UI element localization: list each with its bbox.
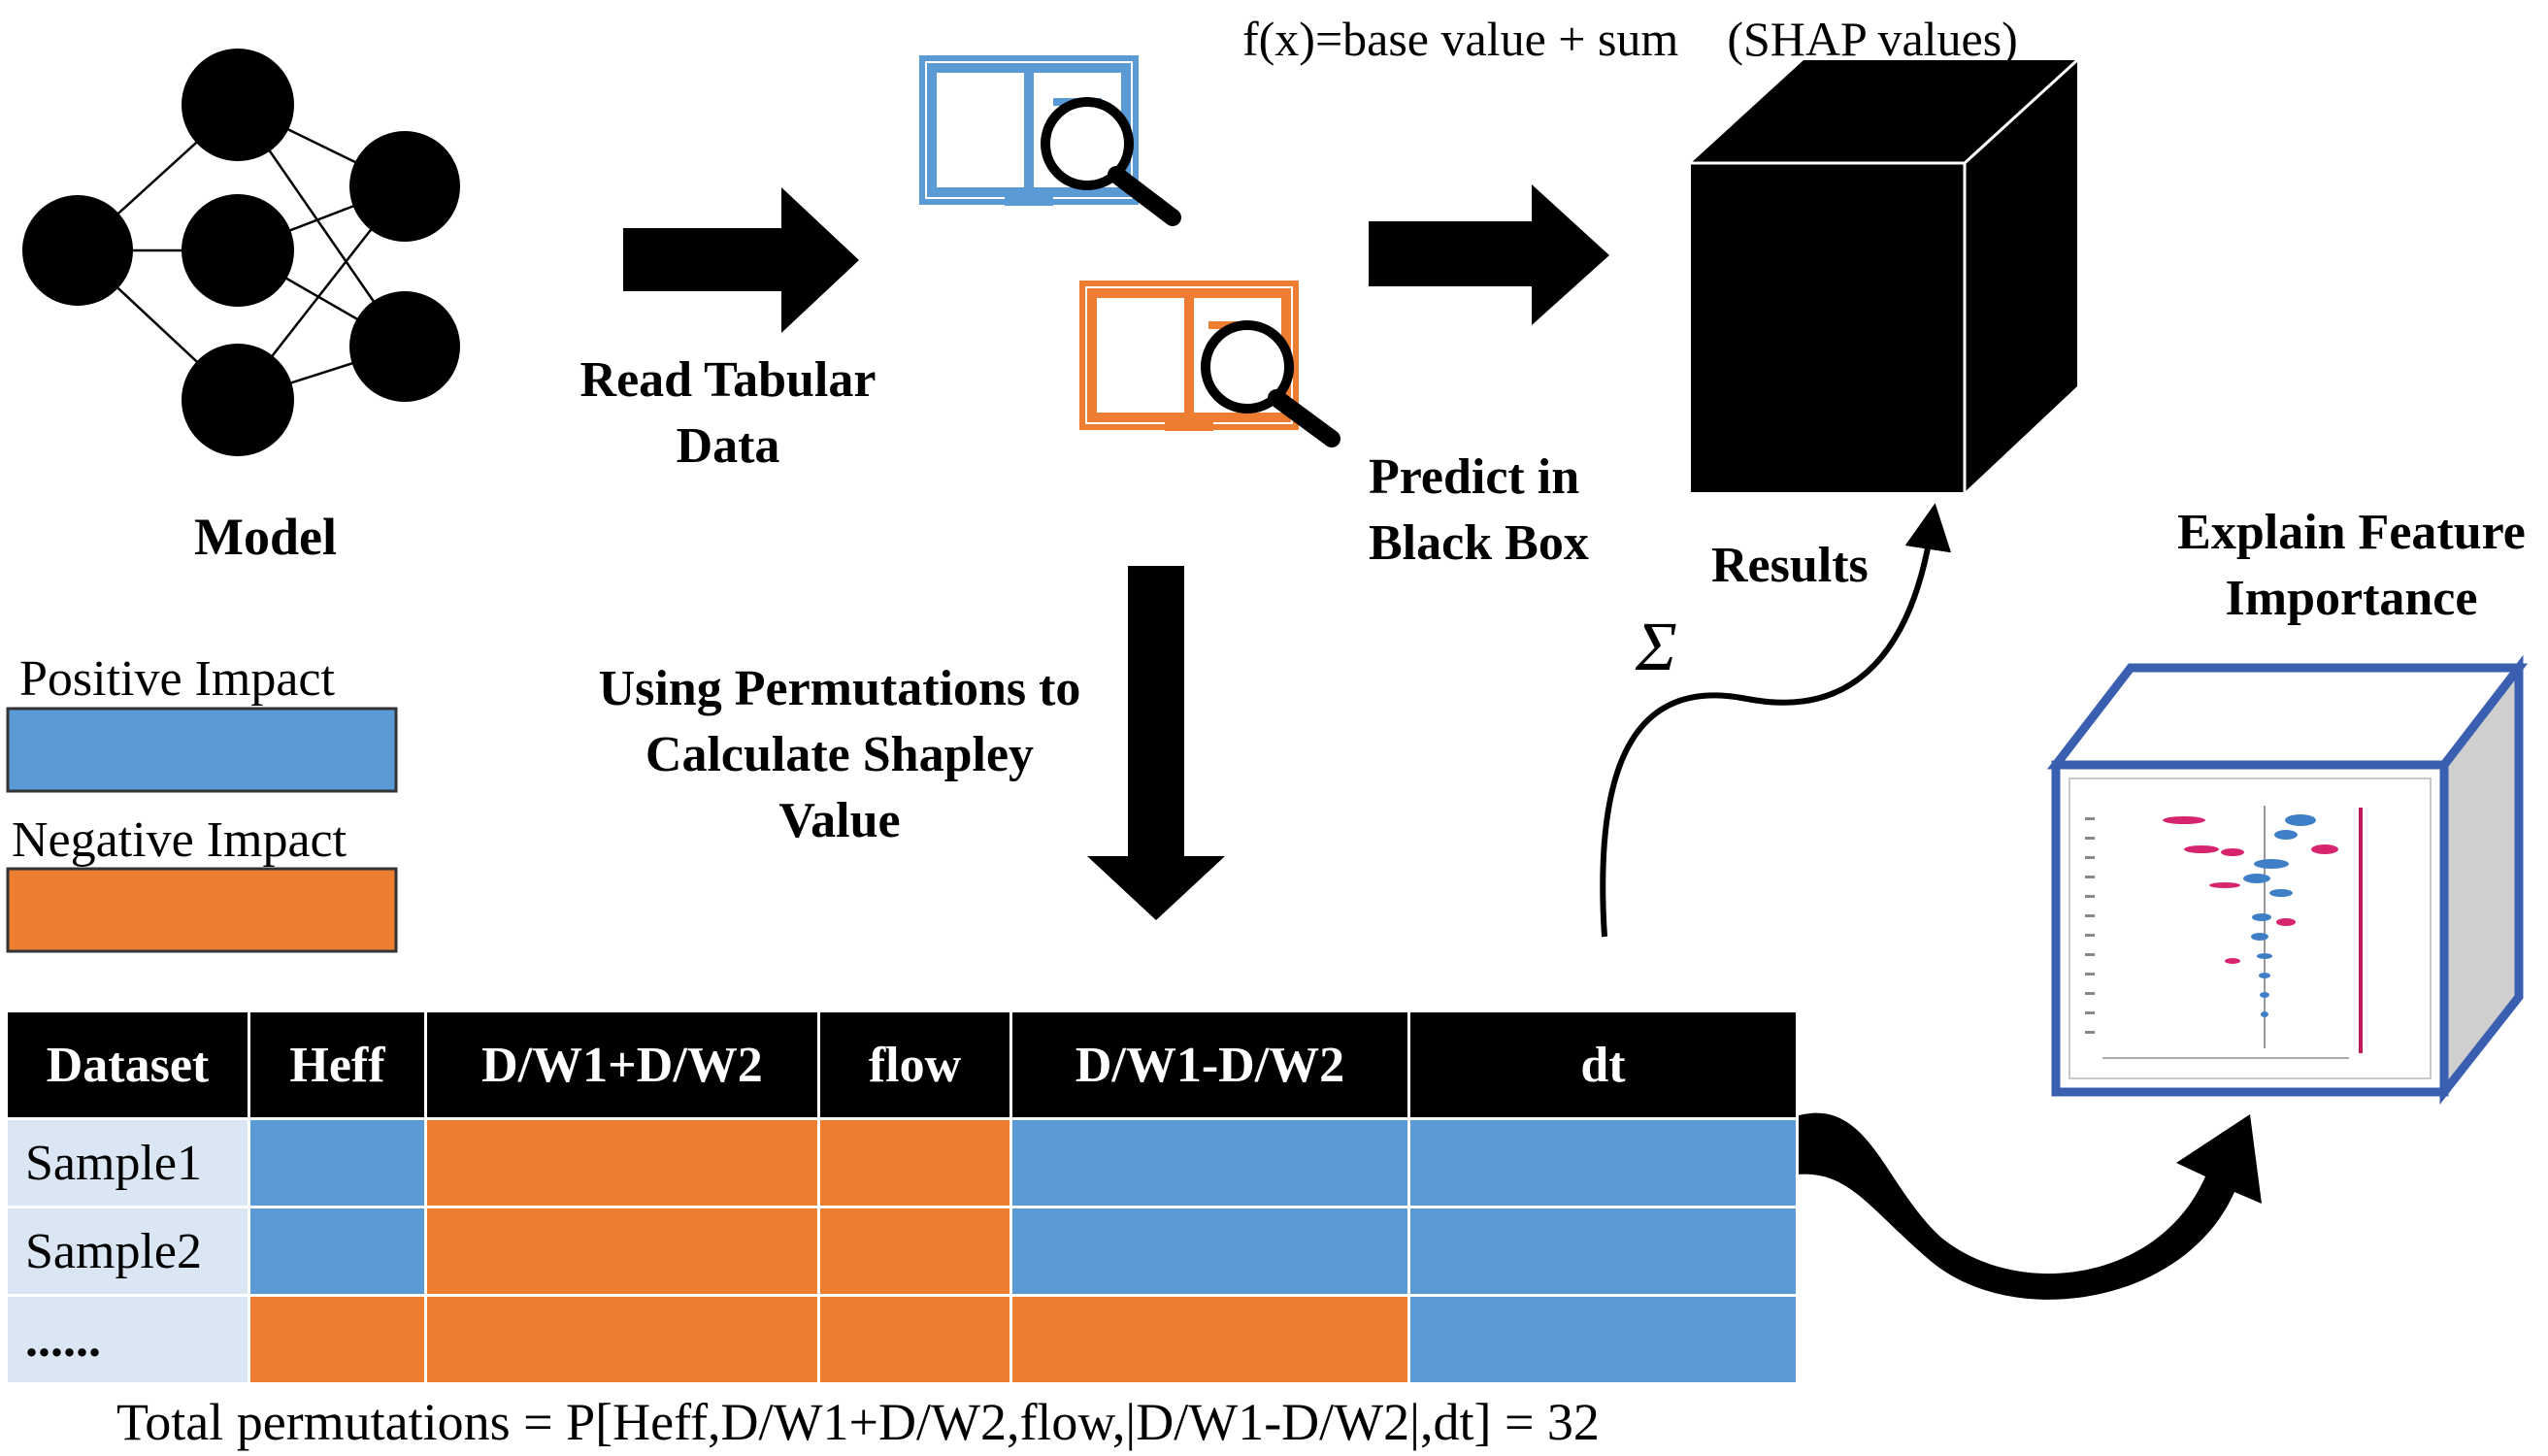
column-header: D/W1-D/W2 — [1009, 1009, 1410, 1120]
row-label: ...... — [5, 1294, 250, 1385]
impact-cell — [248, 1117, 427, 1208]
impact-cell — [1009, 1117, 1410, 1208]
magnifier-icon — [1041, 97, 1181, 226]
impact-cell — [1009, 1206, 1410, 1297]
shap-formula: f(x)=base value + sum (SHAP values) — [1242, 12, 2018, 66]
impact-cell — [1009, 1294, 1410, 1385]
permutation-table: Dataset Heff D/W1+D/W2 flow D/W1-D/W2 dt… — [5, 1009, 1799, 1385]
neural-network-icon — [22, 49, 460, 456]
impact-cell — [1407, 1117, 1799, 1208]
table-row: ...... — [5, 1294, 1799, 1385]
column-header: flow — [817, 1009, 1012, 1120]
impact-cell — [817, 1206, 1012, 1297]
positive-impact-label: Positive Impact — [19, 651, 335, 707]
column-header: Heff — [248, 1009, 427, 1120]
permutations-label: Using Permutations to Calculate Shapley … — [598, 661, 1081, 848]
negative-impact-label: Negative Impact — [12, 812, 347, 868]
read-arrow — [623, 187, 859, 333]
impact-cell — [424, 1294, 820, 1385]
impact-cell — [817, 1117, 1012, 1208]
impact-cell — [1407, 1294, 1799, 1385]
sigma-label: Σ — [1636, 608, 1677, 685]
shap-plot-icon — [2085, 806, 2363, 1059]
permutation-arrow — [1087, 566, 1225, 920]
predict-arrow — [1369, 184, 1609, 325]
impact-cell — [248, 1206, 427, 1297]
explain-label: Explain Feature Importance — [2177, 505, 2526, 626]
predict-label: Predict in Black Box — [1369, 449, 1589, 571]
magnifier-icon — [1201, 320, 1340, 447]
table-row: Sample2 — [5, 1206, 1799, 1297]
read-tabular-label: Read Tabular Data — [579, 352, 877, 474]
column-header: D/W1+D/W2 — [424, 1009, 820, 1120]
column-header: dt — [1407, 1009, 1799, 1120]
impact-cell — [248, 1294, 427, 1385]
results-label: Results — [1711, 538, 1869, 593]
explain-arrow — [1796, 1112, 2262, 1300]
table-row: Sample1 — [5, 1117, 1799, 1208]
model-label: Model — [194, 508, 337, 566]
column-header: Dataset — [5, 1009, 250, 1120]
row-label: Sample2 — [5, 1206, 250, 1297]
impact-cell — [1407, 1206, 1799, 1297]
impact-cell — [817, 1294, 1012, 1385]
row-label: Sample1 — [5, 1117, 250, 1208]
positive-impact-swatch — [6, 707, 398, 793]
results-arrow — [1600, 503, 1952, 938]
total-permutations-label: Total permutations = P[Heff,D/W1+D/W2,fl… — [116, 1393, 1600, 1451]
black-box-cube-icon — [1691, 58, 2079, 492]
feature-importance-cube-icon — [2046, 654, 2529, 1106]
table-header-row: Dataset Heff D/W1+D/W2 flow D/W1-D/W2 dt — [5, 1009, 1799, 1120]
negative-impact-swatch — [6, 867, 398, 953]
impact-cell — [424, 1206, 820, 1297]
impact-cell — [424, 1117, 820, 1208]
